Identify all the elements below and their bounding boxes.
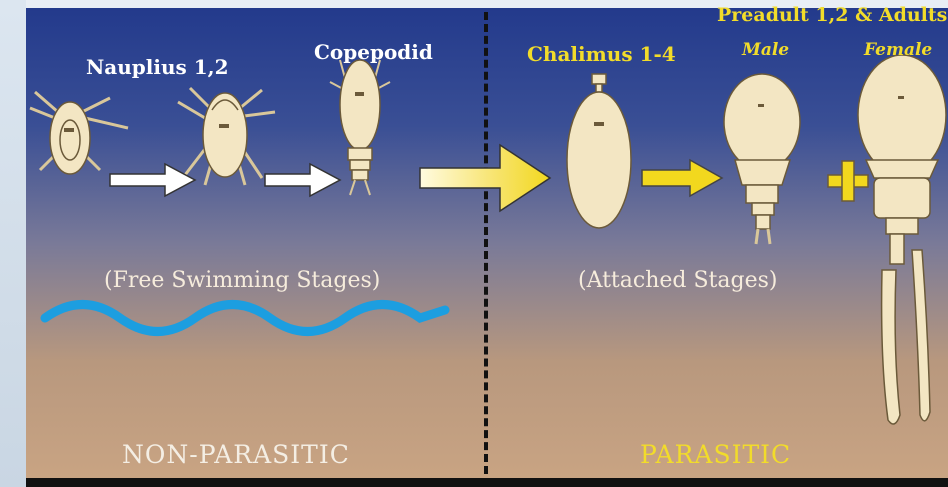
plus-icon bbox=[828, 161, 868, 201]
chalimus-icon bbox=[567, 74, 631, 228]
female-label: Female bbox=[864, 40, 932, 60]
arrow-white-2 bbox=[265, 164, 340, 196]
male-icon bbox=[724, 74, 800, 244]
wave-icon bbox=[45, 305, 445, 332]
copepodid-icon bbox=[330, 60, 390, 195]
arrow-yellow-small bbox=[642, 160, 722, 196]
preadult-label: Preadult 1,2 & Adults bbox=[717, 4, 947, 26]
female-icon bbox=[858, 55, 946, 424]
chalimus-label: Chalimus 1-4 bbox=[527, 42, 676, 66]
arrow-white-1 bbox=[110, 164, 195, 196]
arrow-yellow-large bbox=[420, 145, 550, 211]
copepodid-label: Copepodid bbox=[314, 40, 433, 64]
nauplius-icon bbox=[178, 88, 275, 185]
parasitic-label: PARASITIC bbox=[640, 440, 791, 469]
nauplius-label: Nauplius 1,2 bbox=[86, 55, 229, 79]
attached-label: (Attached Stages) bbox=[578, 268, 777, 293]
male-label: Male bbox=[742, 40, 789, 60]
nauplius-icon bbox=[30, 92, 128, 174]
free-swimming-label: (Free Swimming Stages) bbox=[104, 268, 380, 293]
non-parasitic-label: NON-PARASITIC bbox=[122, 440, 350, 469]
